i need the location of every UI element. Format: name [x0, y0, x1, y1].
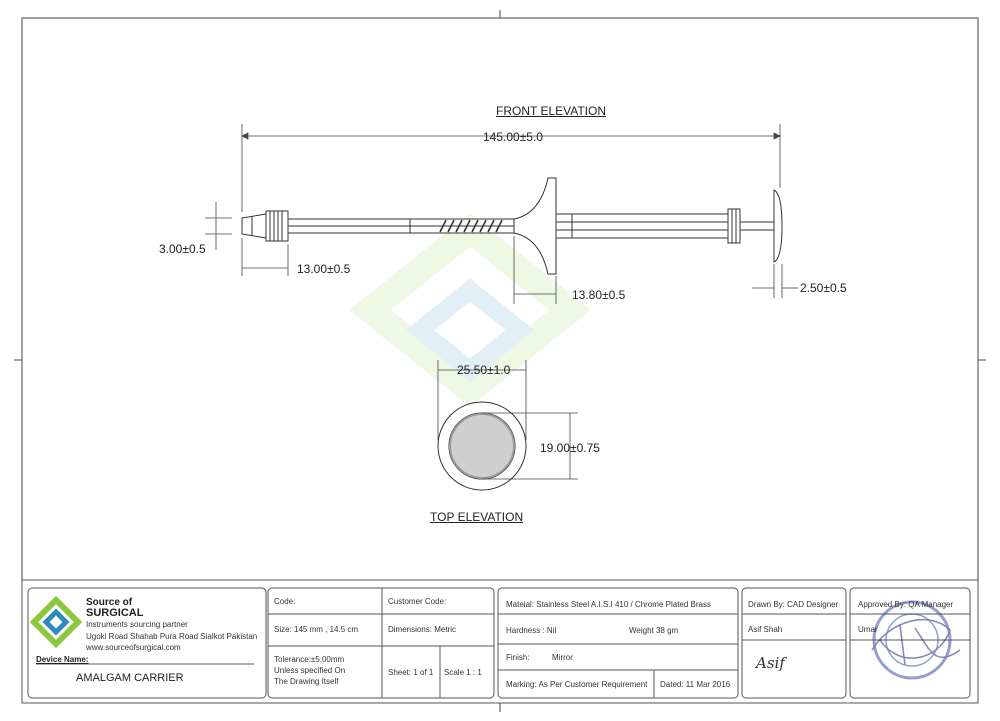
company-website: www.sourceofsurgical.com — [86, 643, 181, 652]
tip-diameter-dim: 3.00±0.5 — [159, 242, 206, 256]
top-dimension-lines — [437, 360, 578, 480]
company-logo-icon — [29, 595, 83, 649]
drawn-by-signature: Asif — [756, 654, 785, 672]
finish-value: Mirror — [552, 653, 573, 662]
title-block-frame — [21, 579, 979, 704]
size-value: Size: 145 mm , 14.5 cm — [274, 625, 359, 634]
drawn-by-label: Drawn By: CAD Designer — [748, 600, 839, 609]
sheet-number: Sheet: 1 of 1 — [388, 668, 434, 677]
device-name: AMALGAM CARRIER — [76, 672, 184, 684]
overall-length-dim: 145.00±5.0 — [483, 130, 543, 144]
date-value: Dated: 11 Mar 2016 — [660, 680, 731, 689]
front-elevation-title: FRONT ELEVATION — [496, 104, 607, 118]
front-elevation-drawing — [241, 177, 783, 275]
tolerance-line2: Unless specified On — [274, 666, 346, 675]
scale-value: Scale 1 : 1 — [444, 668, 482, 677]
marking-value: Marking: As Per Customer Requirement — [506, 680, 648, 689]
top-elevation-drawing — [437, 401, 527, 491]
approval-stamp-icon — [871, 600, 961, 680]
top-outer-dim: 25.50±1.0 — [457, 363, 511, 377]
top-inner-dim: 19.00±0.75 — [540, 441, 600, 455]
cap-width-dim: 2.50±0.5 — [800, 281, 847, 295]
company-name-line1: Source of — [86, 597, 133, 608]
customer-code-label: Customer Code: — [388, 597, 447, 606]
drawn-by-name: Asif Shah — [748, 625, 783, 634]
material-value: Mateial: Stainless Steel A.I.S.I 410 / C… — [506, 600, 711, 609]
code-label: Code: — [274, 597, 296, 606]
device-name-label: Device Name: — [36, 655, 89, 664]
flange-width-dim: 13.80±0.5 — [572, 288, 626, 302]
finish-label: Finish: — [506, 653, 530, 662]
dimensions-unit: Dimensions: Metric — [388, 625, 457, 634]
weight-value: Weight 38 gm — [629, 626, 679, 635]
company-name-line2: SURGICAL — [86, 607, 144, 619]
approved-by-name: Umar — [858, 625, 878, 634]
hardness-value: Hardness : Nil — [506, 626, 557, 635]
company-tagline: Instruments sourcing partner — [86, 620, 188, 629]
approved-by-label: Approved By: QA Manager — [858, 600, 954, 609]
top-elevation-title: TOP ELEVATION — [430, 510, 524, 524]
tolerance-line3: The Drawing Itself — [274, 677, 339, 686]
company-address: Ugoki Road Shahab Pura Road Sialkot Paki… — [86, 632, 258, 641]
tolerance-line1: Tolerance:±5.00mm — [274, 655, 345, 664]
tip-length-dim: 13.00±0.5 — [297, 262, 351, 276]
front-dimension-lines — [205, 124, 798, 304]
